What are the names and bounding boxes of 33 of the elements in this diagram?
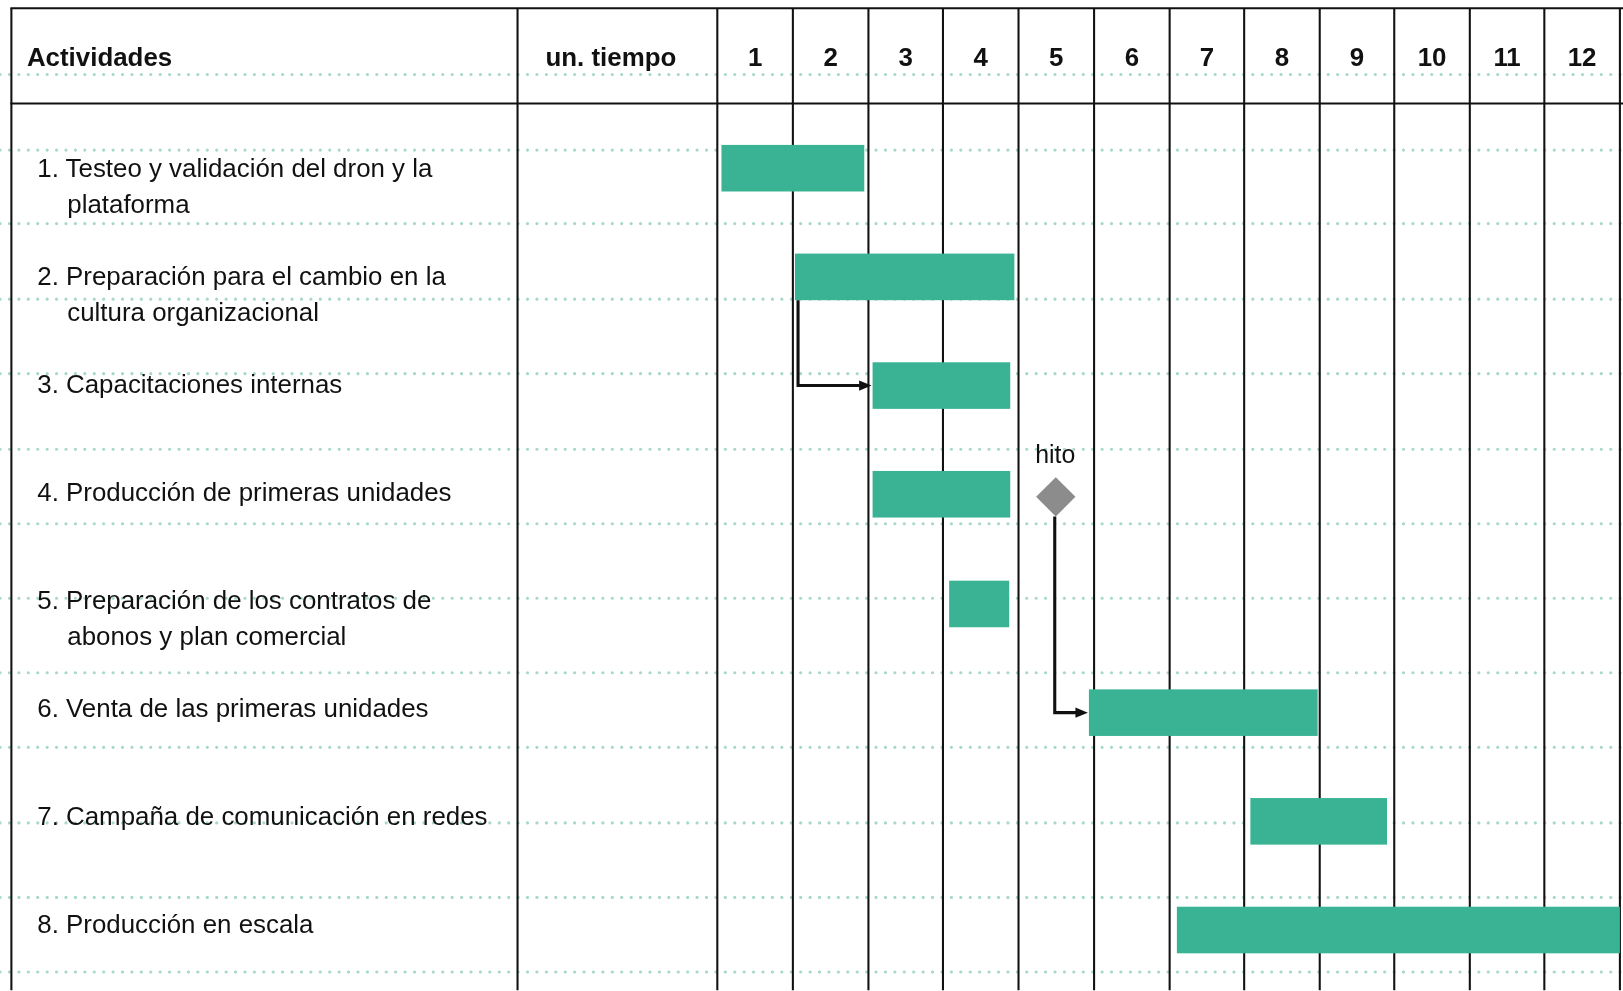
task-bar	[794, 253, 1015, 301]
column-header: 11	[1492, 41, 1522, 73]
arrow	[1053, 516, 1088, 718]
column-header: 9	[1348, 41, 1366, 73]
column-header: 2	[822, 41, 839, 73]
task-bar	[872, 470, 1011, 518]
column-header: 1	[746, 41, 764, 73]
column-header: 7	[1198, 41, 1216, 73]
milestone-label: hito	[1034, 439, 1077, 469]
task-bar	[1088, 689, 1318, 736]
column-header: 5	[1048, 41, 1065, 73]
column-header: un. tiempo	[545, 41, 677, 73]
column-header: 4	[972, 41, 989, 73]
task-label: 1. Testeo y validación del dron y la plataforma	[37, 152, 434, 221]
task-bar	[872, 362, 1011, 409]
task-label: 4. Producción de primeras unidades	[37, 476, 453, 509]
task-bar	[1250, 798, 1387, 845]
column-header: Actividades	[26, 41, 173, 73]
column-header: 8	[1273, 41, 1291, 73]
column-header: 6	[1123, 41, 1141, 73]
column-header: 12	[1566, 41, 1598, 73]
task-label: 5. Preparación de los contratos de abonos y plan comercial	[37, 584, 433, 653]
task-label: 3. Capacitaciones internas	[37, 368, 344, 401]
task-bar	[721, 144, 865, 192]
column-header: 3	[897, 41, 914, 73]
task-bar	[949, 580, 1010, 628]
arrow	[796, 300, 872, 391]
task-label: 6. Venta de las primeras unidades	[37, 692, 430, 724]
task-label: 8. Producción en escala	[37, 907, 315, 940]
task-label: 2. Preparación para el cambio en la cultura organizacional	[37, 260, 447, 329]
column-header: 10	[1416, 41, 1448, 73]
task-label: 7. Campaña de comunicación en redes	[37, 799, 489, 832]
task-bar	[1176, 906, 1620, 954]
